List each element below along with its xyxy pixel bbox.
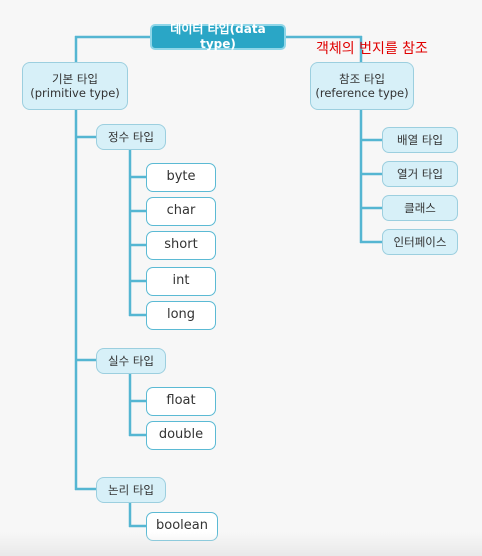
root-node-data-type: 데이터 타입(data type) bbox=[150, 22, 286, 51]
group-boolean-type: 논리 타입 bbox=[96, 477, 166, 503]
leaf-node-short: short bbox=[146, 231, 216, 260]
primitive-label-ko: 기본 타입 bbox=[52, 71, 98, 86]
leaf-node-byte: byte bbox=[146, 163, 216, 192]
annotation-note: 객체의 번지를 참조 bbox=[316, 41, 428, 57]
root-node-label: 데이터 타입(data type) bbox=[170, 22, 266, 51]
reference-label-ko: 참조 타입 bbox=[339, 71, 385, 86]
reference-label-en: (reference type) bbox=[315, 86, 409, 100]
leaf-label: long bbox=[166, 307, 196, 323]
group-label: 논리 타입 bbox=[108, 482, 154, 497]
leaf-node-char: char bbox=[146, 197, 216, 226]
leaf-node-float: float bbox=[146, 387, 216, 416]
group-integer-type: 정수 타입 bbox=[96, 124, 166, 150]
primitive-label-en: (primitive type) bbox=[30, 86, 120, 100]
leaf-label: boolean bbox=[156, 518, 208, 534]
leaf-node-double: double bbox=[146, 421, 216, 450]
group-float-type: 실수 타입 bbox=[96, 348, 166, 374]
leaf-label: 배열 타입 bbox=[397, 132, 443, 147]
leaf-label: 클래스 bbox=[404, 200, 436, 215]
leaf-label: double bbox=[158, 427, 204, 443]
leaf-label: int bbox=[172, 273, 190, 289]
leaf-label: byte bbox=[166, 169, 196, 185]
bottom-shadow bbox=[0, 532, 482, 556]
leaf-node-enum-type: 열거 타입 bbox=[382, 161, 458, 187]
leaf-node-array-type: 배열 타입 bbox=[382, 127, 458, 153]
category-reference-type: 참조 타입 (reference type) bbox=[310, 62, 414, 110]
leaf-node-int: int bbox=[146, 267, 216, 296]
category-primitive-type: 기본 타입 (primitive type) bbox=[22, 62, 128, 110]
leaf-label: float bbox=[166, 393, 196, 409]
leaf-label: char bbox=[166, 203, 196, 219]
group-label: 정수 타입 bbox=[108, 129, 154, 144]
group-label: 실수 타입 bbox=[108, 353, 154, 368]
leaf-node-long: long bbox=[146, 301, 216, 330]
leaf-label: 열거 타입 bbox=[397, 166, 443, 181]
leaf-label: 인터페이스 bbox=[393, 234, 447, 249]
leaf-node-interface: 인터페이스 bbox=[382, 229, 458, 255]
leaf-node-class: 클래스 bbox=[382, 195, 458, 221]
leaf-label: short bbox=[164, 237, 198, 253]
